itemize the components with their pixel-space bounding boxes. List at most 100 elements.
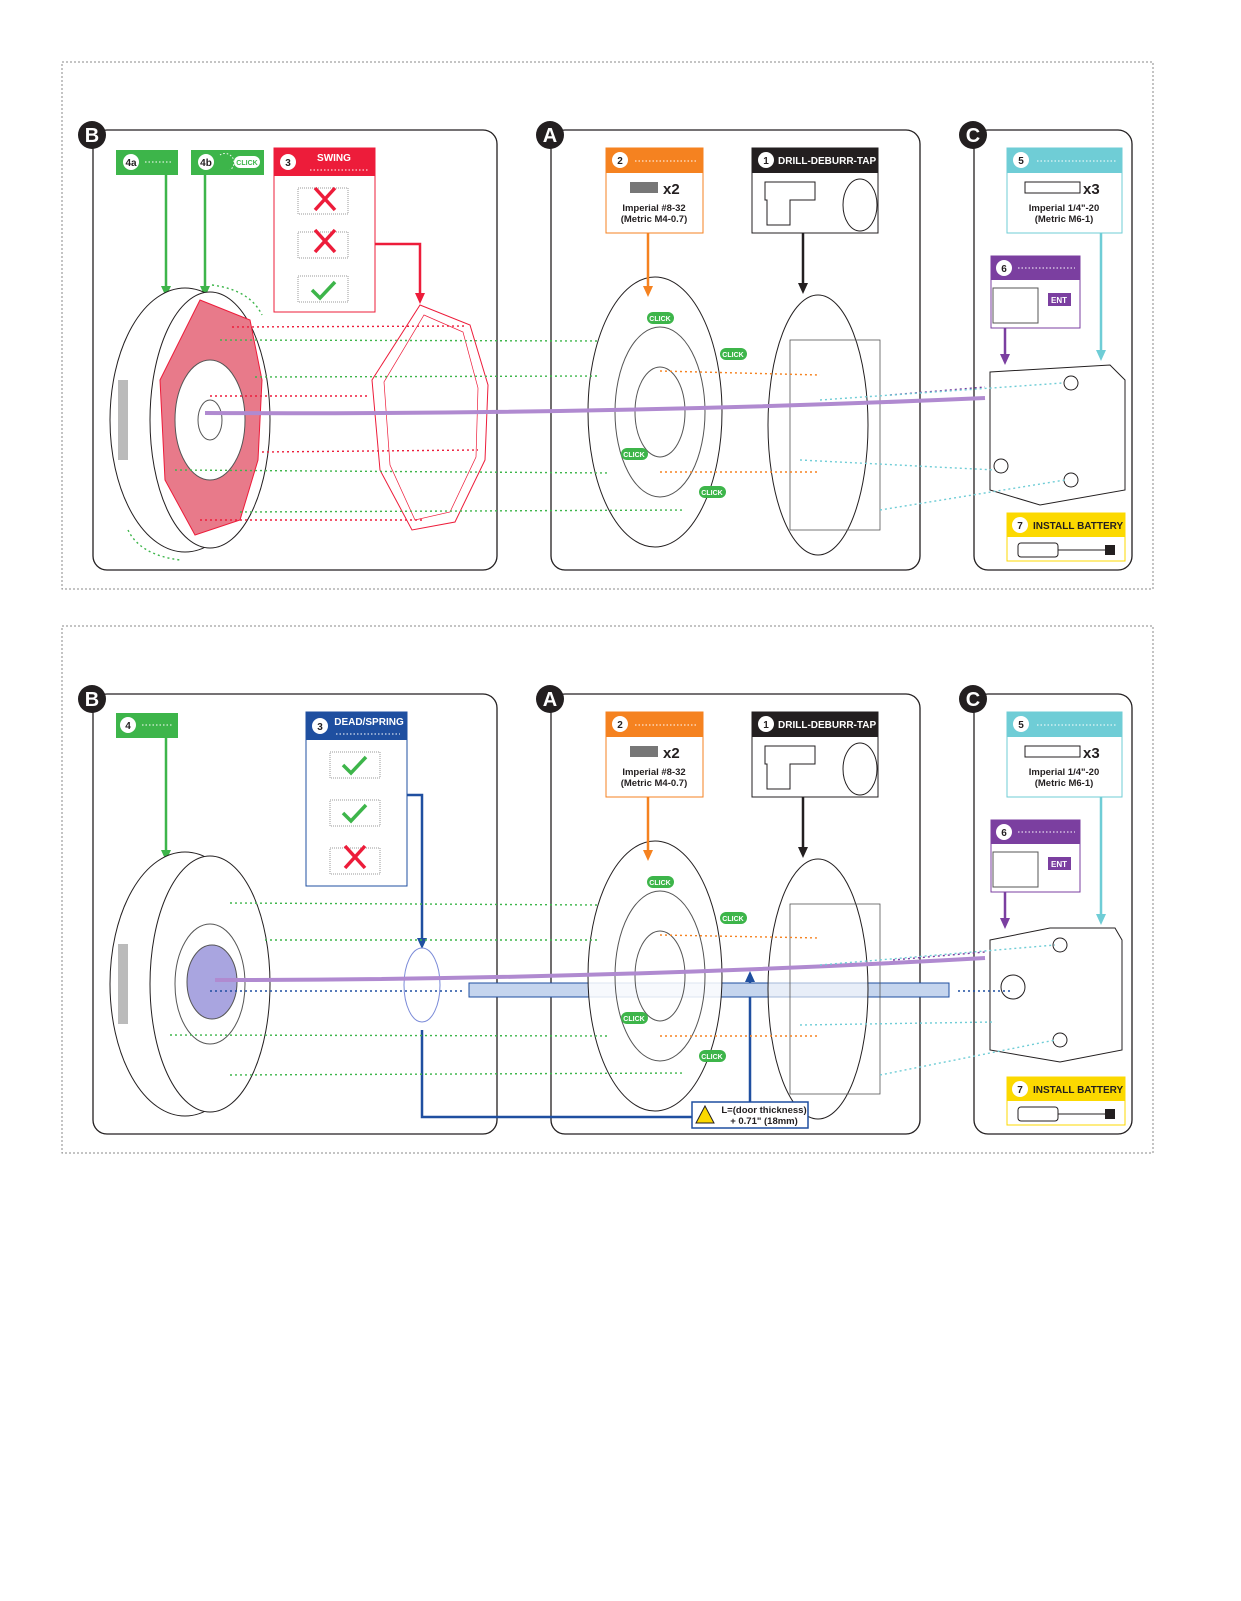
x-mark-icon xyxy=(313,186,337,212)
click-badge: CLICK xyxy=(236,160,257,167)
cable-line xyxy=(214,956,986,982)
step-7-battery-card: 7 INSTALL BATTERY xyxy=(1006,1076,1126,1126)
svg-text:1: 1 xyxy=(763,720,769,731)
svg-text:4b: 4b xyxy=(200,158,212,169)
svg-text:4: 4 xyxy=(125,721,131,732)
panel-border xyxy=(61,625,1154,1154)
svg-text:Imperial #8-32: Imperial #8-32 xyxy=(622,203,685,214)
warning-triangle-icon xyxy=(695,1104,715,1124)
svg-text:(Metric M6-1): (Metric M6-1) xyxy=(1035,778,1094,789)
svg-text:Imperial 1/4"-20: Imperial 1/4"-20 xyxy=(1029,203,1100,214)
svg-text:ENT: ENT xyxy=(1051,296,1067,305)
click-badge: CLICK xyxy=(720,348,747,360)
section-letter-b: B xyxy=(78,685,106,713)
click-badge: CLICK xyxy=(699,486,726,498)
svg-text:INSTALL BATTERY: INSTALL BATTERY xyxy=(1033,521,1124,532)
svg-text:DRILL-DEBURR-TAP: DRILL-DEBURR-TAP xyxy=(778,156,876,167)
deadbolt-latch-image xyxy=(989,927,1123,1063)
svg-text:A: A xyxy=(543,125,557,147)
svg-text:CLICK: CLICK xyxy=(701,1054,722,1061)
step-4-label: 4 xyxy=(116,713,178,738)
step-1-drill-card: 1 DRILL-DEBURR-TAP xyxy=(751,711,879,798)
step-1-drill-card: 1 DRILL-DEBURR-TAP xyxy=(751,147,879,234)
check-mark-icon xyxy=(341,755,368,776)
step-4b-label: 4b CLICK xyxy=(191,150,264,175)
check-mark-icon xyxy=(310,280,337,301)
svg-text:3: 3 xyxy=(285,158,291,169)
svg-text:7: 7 xyxy=(1017,521,1023,532)
click-badge: CLICK xyxy=(621,1012,648,1024)
drill-icon xyxy=(764,745,816,790)
door-hole-icon xyxy=(842,742,878,796)
svg-text:A: A xyxy=(543,689,557,711)
svg-text:5: 5 xyxy=(1018,156,1024,167)
svg-text:x3: x3 xyxy=(1083,745,1100,762)
bolt-icon xyxy=(1024,181,1081,194)
svg-text:CLICK: CLICK xyxy=(701,490,722,497)
svg-text:7: 7 xyxy=(1017,1085,1023,1096)
svg-text:CLICK: CLICK xyxy=(722,352,743,359)
svg-text:CLICK: CLICK xyxy=(623,452,644,459)
section-letter-c: C xyxy=(959,121,987,149)
rotate-icon xyxy=(219,153,235,171)
section-b-box xyxy=(92,693,498,1135)
alignment-lines xyxy=(174,325,1066,521)
svg-text:CLICK: CLICK xyxy=(649,880,670,887)
door-image xyxy=(767,858,869,1120)
svg-text:CLICK: CLICK xyxy=(722,916,743,923)
svg-text:2: 2 xyxy=(617,156,623,167)
lock-body-image xyxy=(109,851,271,1117)
click-badge: CLICK xyxy=(621,448,648,460)
svg-text:C: C xyxy=(966,689,980,711)
step-6-connector-card: 6 ENT xyxy=(990,819,1081,893)
step-5-screw-card: 5 x3 Imperial 1/4"-20 (Metric M6-1) xyxy=(1006,711,1123,798)
gasket-outline xyxy=(371,304,489,531)
section-c-box xyxy=(973,129,1133,571)
svg-text:3: 3 xyxy=(317,722,323,733)
section-c-box xyxy=(973,693,1133,1135)
lock-body-image xyxy=(109,287,271,553)
svg-text:B: B xyxy=(85,689,99,711)
x-mark-icon xyxy=(343,844,367,870)
step-3-dead-spring-card: 3 DEAD/SPRING xyxy=(305,711,408,887)
step-3-swing-card: 3 SWING xyxy=(273,147,376,313)
mounting-plate-image xyxy=(587,276,723,548)
step-2-screw-card: 2 x2 Imperial #8-32 (Metric M4-0.7) xyxy=(605,147,704,234)
svg-text:C: C xyxy=(966,125,980,147)
door-hole-icon xyxy=(842,178,878,232)
svg-text:(Metric M4-0.7): (Metric M4-0.7) xyxy=(621,214,688,225)
step-2-screw-card: 2 x2 Imperial #8-32 (Metric M4-0.7) xyxy=(605,711,704,798)
click-badge: CLICK xyxy=(720,912,747,924)
panel-deadbolt-install: B A C 4 3 DEAD/SPRING xyxy=(61,625,1154,1154)
svg-text:4a: 4a xyxy=(125,158,137,169)
svg-text:(Metric M4-0.7): (Metric M4-0.7) xyxy=(621,778,688,789)
section-b-box xyxy=(92,129,498,571)
door-image xyxy=(767,294,869,556)
svg-text:x2: x2 xyxy=(663,181,680,198)
svg-text:Imperial 1/4"-20: Imperial 1/4"-20 xyxy=(1029,767,1100,778)
warning-callout: L=(door thickness) + 0.71" (18mm) xyxy=(691,1101,809,1129)
x-mark-icon xyxy=(313,228,337,254)
svg-text:L=(door thickness): L=(door thickness) xyxy=(721,1105,806,1116)
svg-text:2: 2 xyxy=(617,720,623,731)
section-letter-b: B xyxy=(78,121,106,149)
section-letter-a: A xyxy=(536,121,564,149)
svg-text:6: 6 xyxy=(1001,828,1007,839)
section-letter-a: A xyxy=(536,685,564,713)
panel-swing-install: B A C 4a 4b CLICK 3 SWING xyxy=(61,61,1154,590)
svg-text:SWING: SWING xyxy=(317,153,351,164)
svg-text:DRILL-DEBURR-TAP: DRILL-DEBURR-TAP xyxy=(778,720,876,731)
panel-border xyxy=(61,61,1154,590)
drill-icon xyxy=(764,181,816,226)
svg-text:CLICK: CLICK xyxy=(623,1016,644,1023)
svg-text:+ 0.71" (18mm): + 0.71" (18mm) xyxy=(730,1116,798,1127)
click-badge: CLICK xyxy=(647,876,674,888)
step-5-screw-card: 5 x3 Imperial 1/4"-20 (Metric M6-1) xyxy=(1006,147,1123,234)
section-a-box xyxy=(550,693,921,1135)
screw-icon xyxy=(630,746,658,757)
svg-text:Imperial #8-32: Imperial #8-32 xyxy=(622,767,685,778)
section-a-box xyxy=(550,129,921,571)
bolt-icon xyxy=(1024,745,1081,758)
svg-text:ENT: ENT xyxy=(1051,860,1067,869)
